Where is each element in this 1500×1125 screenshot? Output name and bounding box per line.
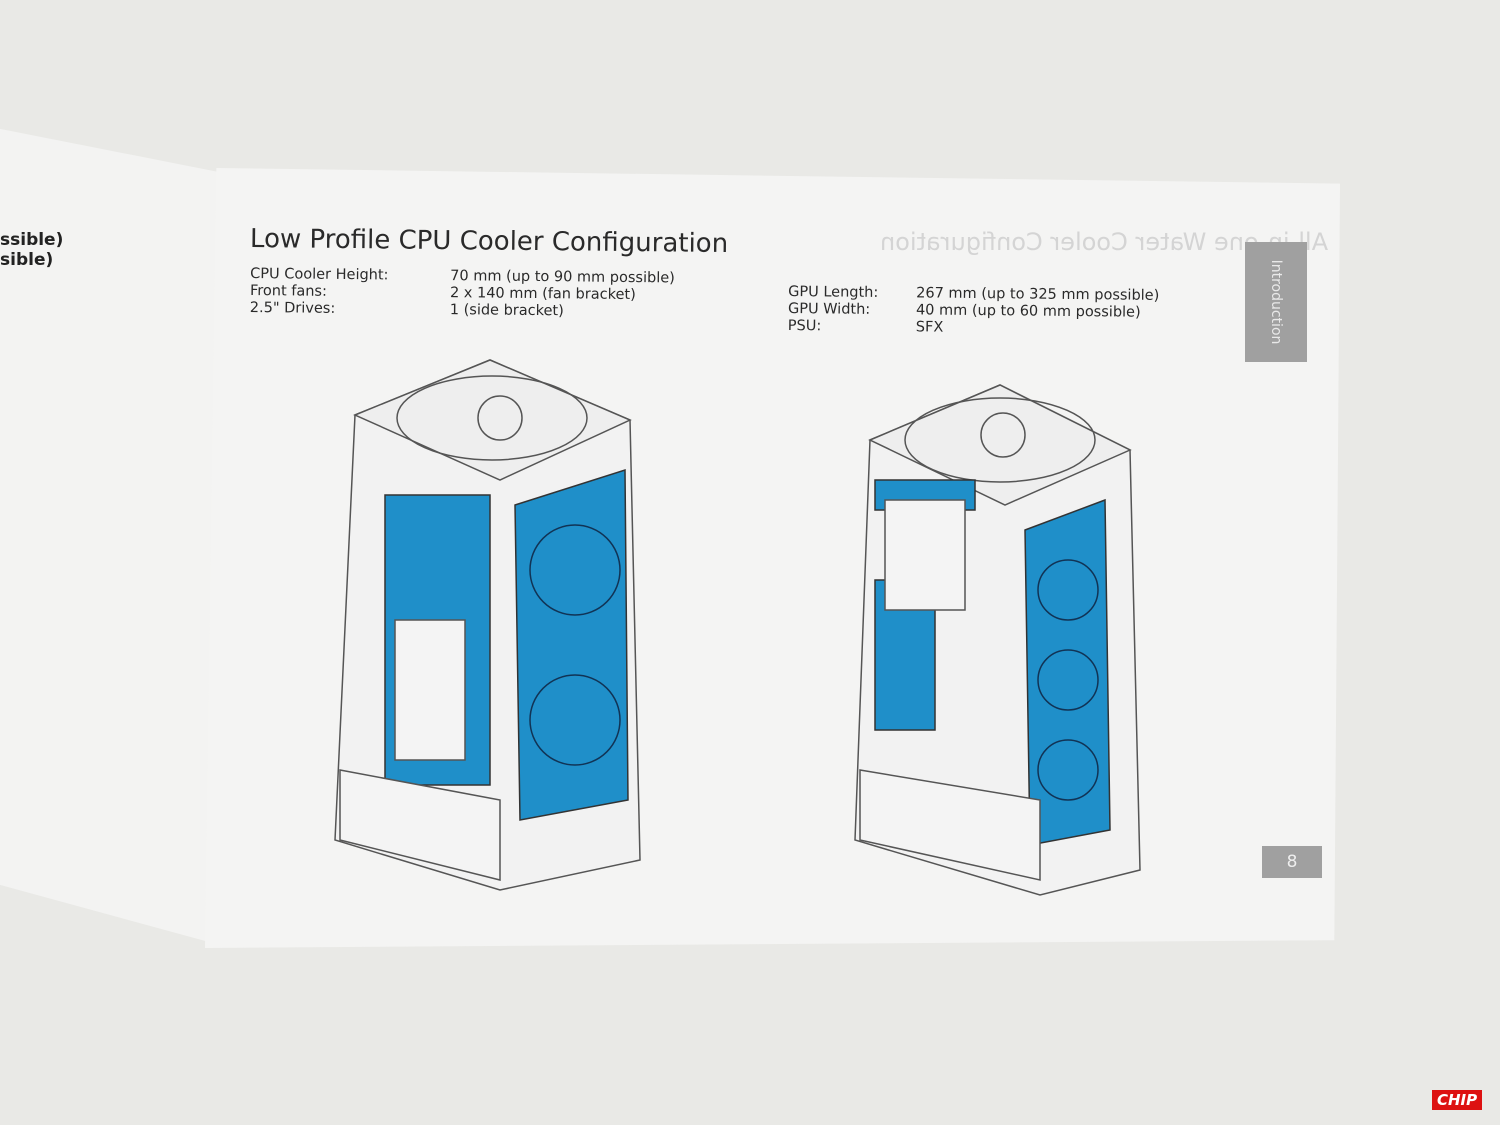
left-page-text: ssible) xyxy=(0,230,64,250)
left-page-text: sible) xyxy=(0,250,54,270)
page-number: 8 xyxy=(1262,846,1322,878)
case-illustration-left xyxy=(334,359,641,891)
section-tab: Introduction xyxy=(1245,242,1307,362)
case-illustration-right xyxy=(854,384,1141,896)
left-page: ssible) sible) xyxy=(0,125,230,945)
chip-watermark-logo: CHIP xyxy=(1432,1090,1483,1110)
